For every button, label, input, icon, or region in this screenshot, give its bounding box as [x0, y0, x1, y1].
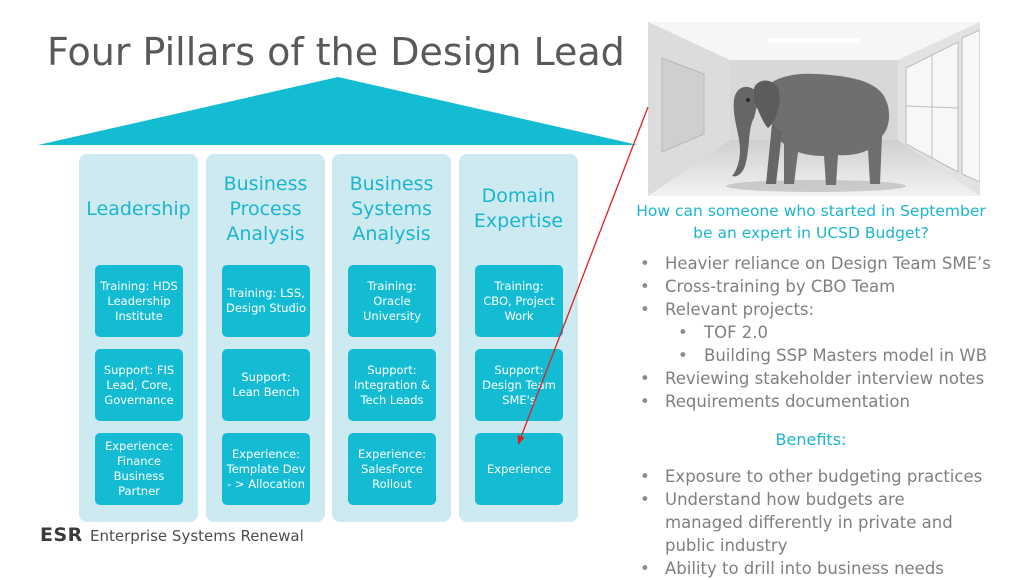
list-item: Ability to drill into business needs	[638, 557, 983, 580]
training-box: Training: LSS, Design Studio	[222, 265, 310, 337]
experience-box: Experience	[475, 433, 563, 505]
training-box: Training: CBO, Project Work	[475, 265, 563, 337]
support-box: Support: FIS Lead, Core, Governance	[95, 349, 183, 421]
list-item: Relevant projects:	[638, 298, 1018, 321]
pillar-business-systems-analysis: Business Systems Analysis Training: Orac…	[332, 154, 451, 522]
support-box: Support: Lean Bench	[222, 349, 310, 421]
pillar-domain-expertise: Domain Expertise Training: CBO, Project …	[459, 154, 578, 522]
support-box: Support: Integration & Tech Leads	[348, 349, 436, 421]
support-box: Support: Design Team SME's	[475, 349, 563, 421]
benefits-bullet-list: Exposure to other budgeting practices Un…	[638, 465, 983, 580]
elephant-in-room-photo	[648, 22, 980, 196]
benefits-heading: Benefits:	[775, 430, 847, 449]
list-item: Reviewing stakeholder interview notes	[638, 367, 1018, 390]
pillar-heading: Domain Expertise	[473, 185, 564, 232]
question-text: How can someone who started in September…	[636, 202, 986, 242]
list-item: Building SSP Masters model in WB	[638, 344, 1018, 367]
list-item: Heavier reliance on Design Team SME’s	[638, 252, 1018, 275]
list-item: Requirements documentation	[638, 390, 1018, 413]
esr-logo: ESR	[40, 524, 83, 546]
experience-box: Experience: SalesForce Rollout	[348, 433, 436, 505]
list-item: Understand how budgets are managed diffe…	[638, 488, 983, 557]
training-box: Training: HDS Leadership Institute	[95, 265, 183, 337]
pillar-heading: Business Process Analysis	[223, 173, 308, 245]
pillar-leadership: Leadership Training: HDS Leadership Inst…	[79, 154, 198, 522]
roof-shape	[38, 77, 638, 145]
logo-caption: Enterprise Systems Renewal	[90, 527, 304, 545]
list-item: Cross-training by CBO Team	[638, 275, 1018, 298]
training-box: Training: Oracle University	[348, 265, 436, 337]
experience-box: Experience: Finance Business Partner	[95, 433, 183, 505]
pillar-heading: Business Systems Analysis	[349, 173, 434, 245]
pillar-business-process-analysis: Business Process Analysis Training: LSS,…	[206, 154, 325, 522]
list-item: TOF 2.0	[638, 321, 1018, 344]
list-item: Exposure to other budgeting practices	[638, 465, 983, 488]
slide-title: Four Pillars of the Design Lead	[47, 30, 625, 74]
experience-box: Experience: Template Dev - > Allocation	[222, 433, 310, 505]
pillar-heading: Leadership	[86, 198, 191, 220]
support-bullet-list: Heavier reliance on Design Team SME’s Cr…	[638, 252, 1018, 413]
